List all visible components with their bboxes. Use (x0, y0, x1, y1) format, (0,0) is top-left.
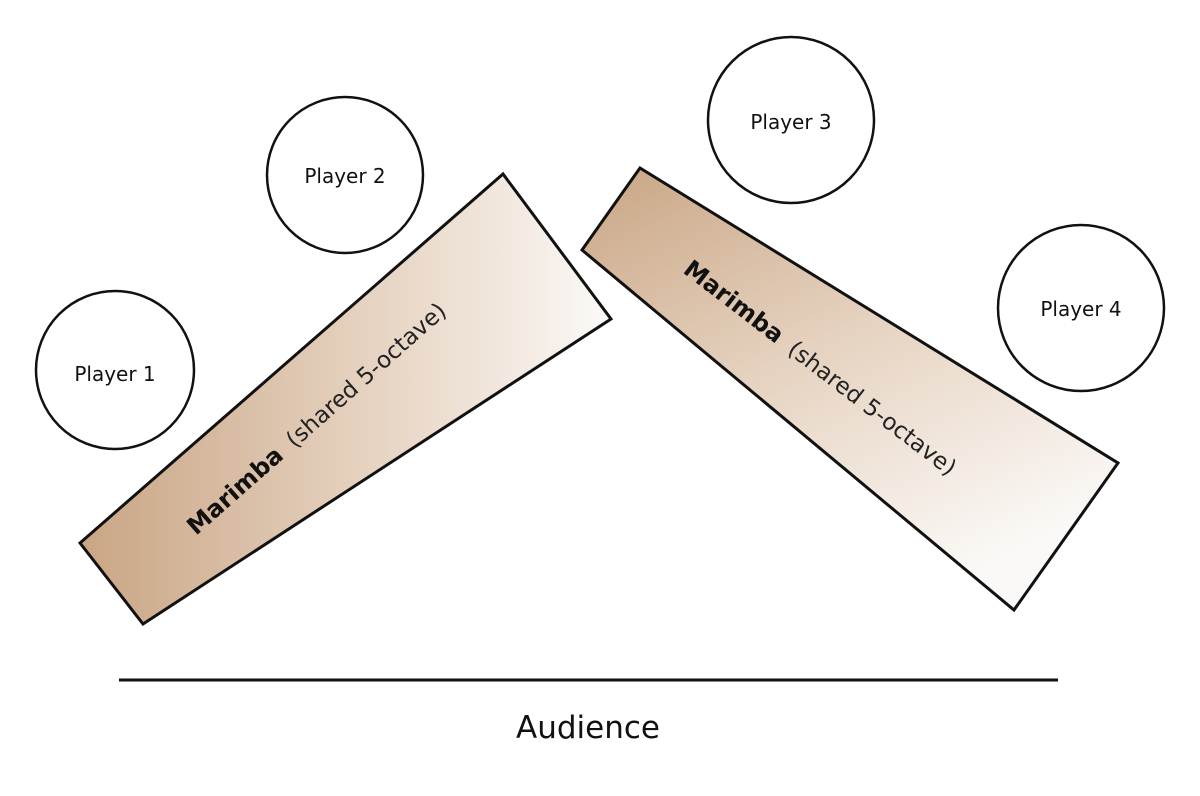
player-2: Player 2 (265, 95, 425, 255)
player-1-label: Player 1 (74, 362, 155, 386)
audience-label: Audience (516, 710, 660, 746)
player-4-label: Player 4 (1040, 297, 1121, 321)
player-3-label: Player 3 (750, 110, 831, 134)
marimba-left-body (77, 171, 614, 627)
player-4-circle (996, 223, 1166, 393)
marimba-right: Marimba (shared 5-octave) (579, 165, 1121, 613)
player-2-label: Player 2 (304, 164, 385, 188)
player-3-circle (706, 35, 876, 205)
player-2-circle (265, 95, 425, 255)
player-1: Player 1 (34, 289, 196, 451)
player-3: Player 3 (706, 35, 876, 205)
marimba-left: Marimba (shared 5-octave) (77, 171, 614, 627)
player-1-circle (34, 289, 196, 451)
player-4: Player 4 (996, 223, 1166, 393)
marimba-right-body (579, 165, 1121, 613)
